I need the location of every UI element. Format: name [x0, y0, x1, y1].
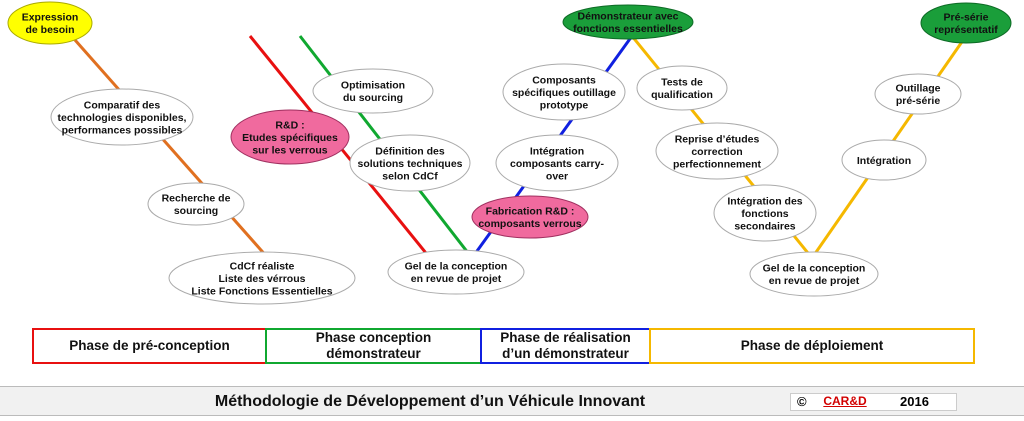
node-preserie-label: Pré-série [944, 12, 989, 24]
node-fabrication-rd: Fabrication R&D :composants verrous [471, 195, 589, 239]
node-integration-carry-over-label: over [546, 170, 568, 182]
node-integration-fonctions-shape [713, 184, 817, 242]
node-composants-specifiques-label: Composants [532, 74, 596, 86]
node-fabrication-rd-label: composants verrous [478, 218, 581, 230]
footer-bar: Méthodologie de Développement d’un Véhic… [0, 386, 1024, 416]
node-gel-conception-2-label: en revue de projet [769, 275, 860, 287]
node-recherche-sourcing-label: sourcing [174, 205, 218, 217]
phase-conception-demonstrateur: Phase conception démonstrateur [265, 328, 482, 364]
node-reprise-etudes-label: correction [691, 146, 742, 158]
node-tests-qualification-label: qualification [651, 89, 713, 101]
node-expression-besoin-shape [7, 1, 93, 45]
node-definition-solutions-label: solutions techniques [357, 158, 462, 170]
node-gel-conception-1-shape [387, 249, 525, 295]
node-integration-shape [841, 139, 927, 181]
node-integration-carry-over-label: Intégration [530, 145, 584, 157]
node-comparatif-label: Comparatif des [84, 99, 161, 111]
node-integration: Intégration [841, 139, 927, 181]
node-preserie-shape [920, 2, 1012, 44]
node-expression-besoin-label: Expression [22, 12, 79, 24]
phase-realisation-demonstrateur: Phase de réalisation d’un démonstrateur [480, 328, 651, 364]
node-integration-carry-over-shape [495, 134, 619, 192]
node-integration-fonctions-label: secondaires [734, 220, 795, 232]
node-comparatif-label: technologies disponibles, [58, 112, 187, 124]
footer-title: Méthodologie de Développement d’un Véhic… [214, 393, 646, 410]
copyright-symbol: © [797, 394, 807, 409]
node-recherche-sourcing-shape [147, 182, 245, 226]
phase-pre-conception-label: Phase de pré-conception [69, 338, 230, 353]
node-comparatif-shape [50, 88, 194, 146]
node-gel-conception-2-label: Gel de la conception [763, 263, 866, 275]
node-definition-solutions-label: selon CdCf [382, 170, 438, 182]
node-rd-etudes-shape [230, 109, 350, 165]
node-rd-etudes-label: sur les verrous [252, 144, 327, 156]
node-reprise-etudes-label: perfectionnement [673, 158, 762, 170]
node-gel-conception-1-label: en revue de projet [411, 273, 502, 285]
orange-connector [73, 39, 270, 259]
node-demonstrateur-shape [562, 4, 694, 40]
node-cdcf-realiste-label: Liste Fonctions Essentielles [191, 285, 332, 297]
node-optimisation-sourcing-shape [312, 68, 434, 114]
node-integration-fonctions-label: Intégration des [727, 195, 802, 207]
node-integration-carry-over-label: composants carry- [510, 158, 604, 170]
phase-pre-conception: Phase de pré-conception [32, 328, 267, 364]
node-optimisation-sourcing-label: du sourcing [343, 92, 403, 104]
card-logo: CAR&D [818, 394, 872, 409]
node-outillage-preserie-label: Outillage [896, 83, 941, 95]
node-tests-qualification-label: Tests de [661, 77, 703, 89]
node-recherche-sourcing-label: Recherche de [162, 193, 231, 205]
node-rd-etudes-label: Etudes spécifiques [242, 132, 338, 144]
node-cdcf-realiste-shape [168, 251, 356, 305]
node-cdcf-realiste-label: CdCf réaliste [230, 260, 295, 272]
node-reprise-etudes-label: Reprise d’études [675, 133, 760, 145]
node-gel-conception-2-shape [749, 251, 879, 297]
node-outillage-preserie-label: pré-série [896, 95, 941, 107]
node-cdcf-realiste-label: Liste des vérrous [219, 273, 306, 285]
node-fabrication-rd-label: Fabrication R&D : [486, 206, 575, 218]
node-definition-solutions-label: Définition des [375, 145, 445, 157]
phase-conception-demonstrateur-label: Phase conception démonstrateur [315, 330, 432, 361]
node-integration-label: Intégration [857, 155, 911, 167]
phase-deploiement: Phase de déploiement [649, 328, 975, 364]
node-preserie-label: représentatif [934, 24, 998, 36]
footer-credit-box [790, 393, 957, 411]
node-gel-conception-1-label: Gel de la conception [405, 261, 508, 273]
node-demonstrateur-label: fonctions essentielles [573, 23, 683, 35]
node-comparatif-label: performances possibles [62, 124, 183, 136]
node-definition-solutions-shape [349, 134, 471, 192]
node-demonstrateur-label: Démonstrateur avec [578, 11, 679, 23]
footer-year: 2016 [900, 394, 929, 409]
node-tests-qualification-shape [636, 65, 728, 111]
node-composants-specifiques-label: prototype [540, 99, 589, 111]
node-reprise-etudes: Reprise d’étudescorrectionperfectionneme… [655, 122, 779, 180]
phase-realisation-demonstrateur-label: Phase de réalisation d’un démonstrateur [500, 330, 631, 361]
node-reprise-etudes-shape [655, 122, 779, 180]
node-outillage-preserie-shape [874, 73, 962, 115]
node-expression-besoin-label: de besoin [25, 24, 74, 36]
phase-deploiement-label: Phase de déploiement [740, 338, 884, 353]
node-optimisation-sourcing-label: Optimisation [341, 80, 405, 92]
node-fabrication-rd-shape [471, 195, 589, 239]
node-composants-specifiques-shape [502, 63, 626, 121]
node-integration-fonctions-label: fonctions [741, 208, 788, 220]
node-rd-etudes-label: R&D : [275, 119, 304, 131]
node-composants-specifiques-label: spécifiques outillage [512, 87, 616, 99]
